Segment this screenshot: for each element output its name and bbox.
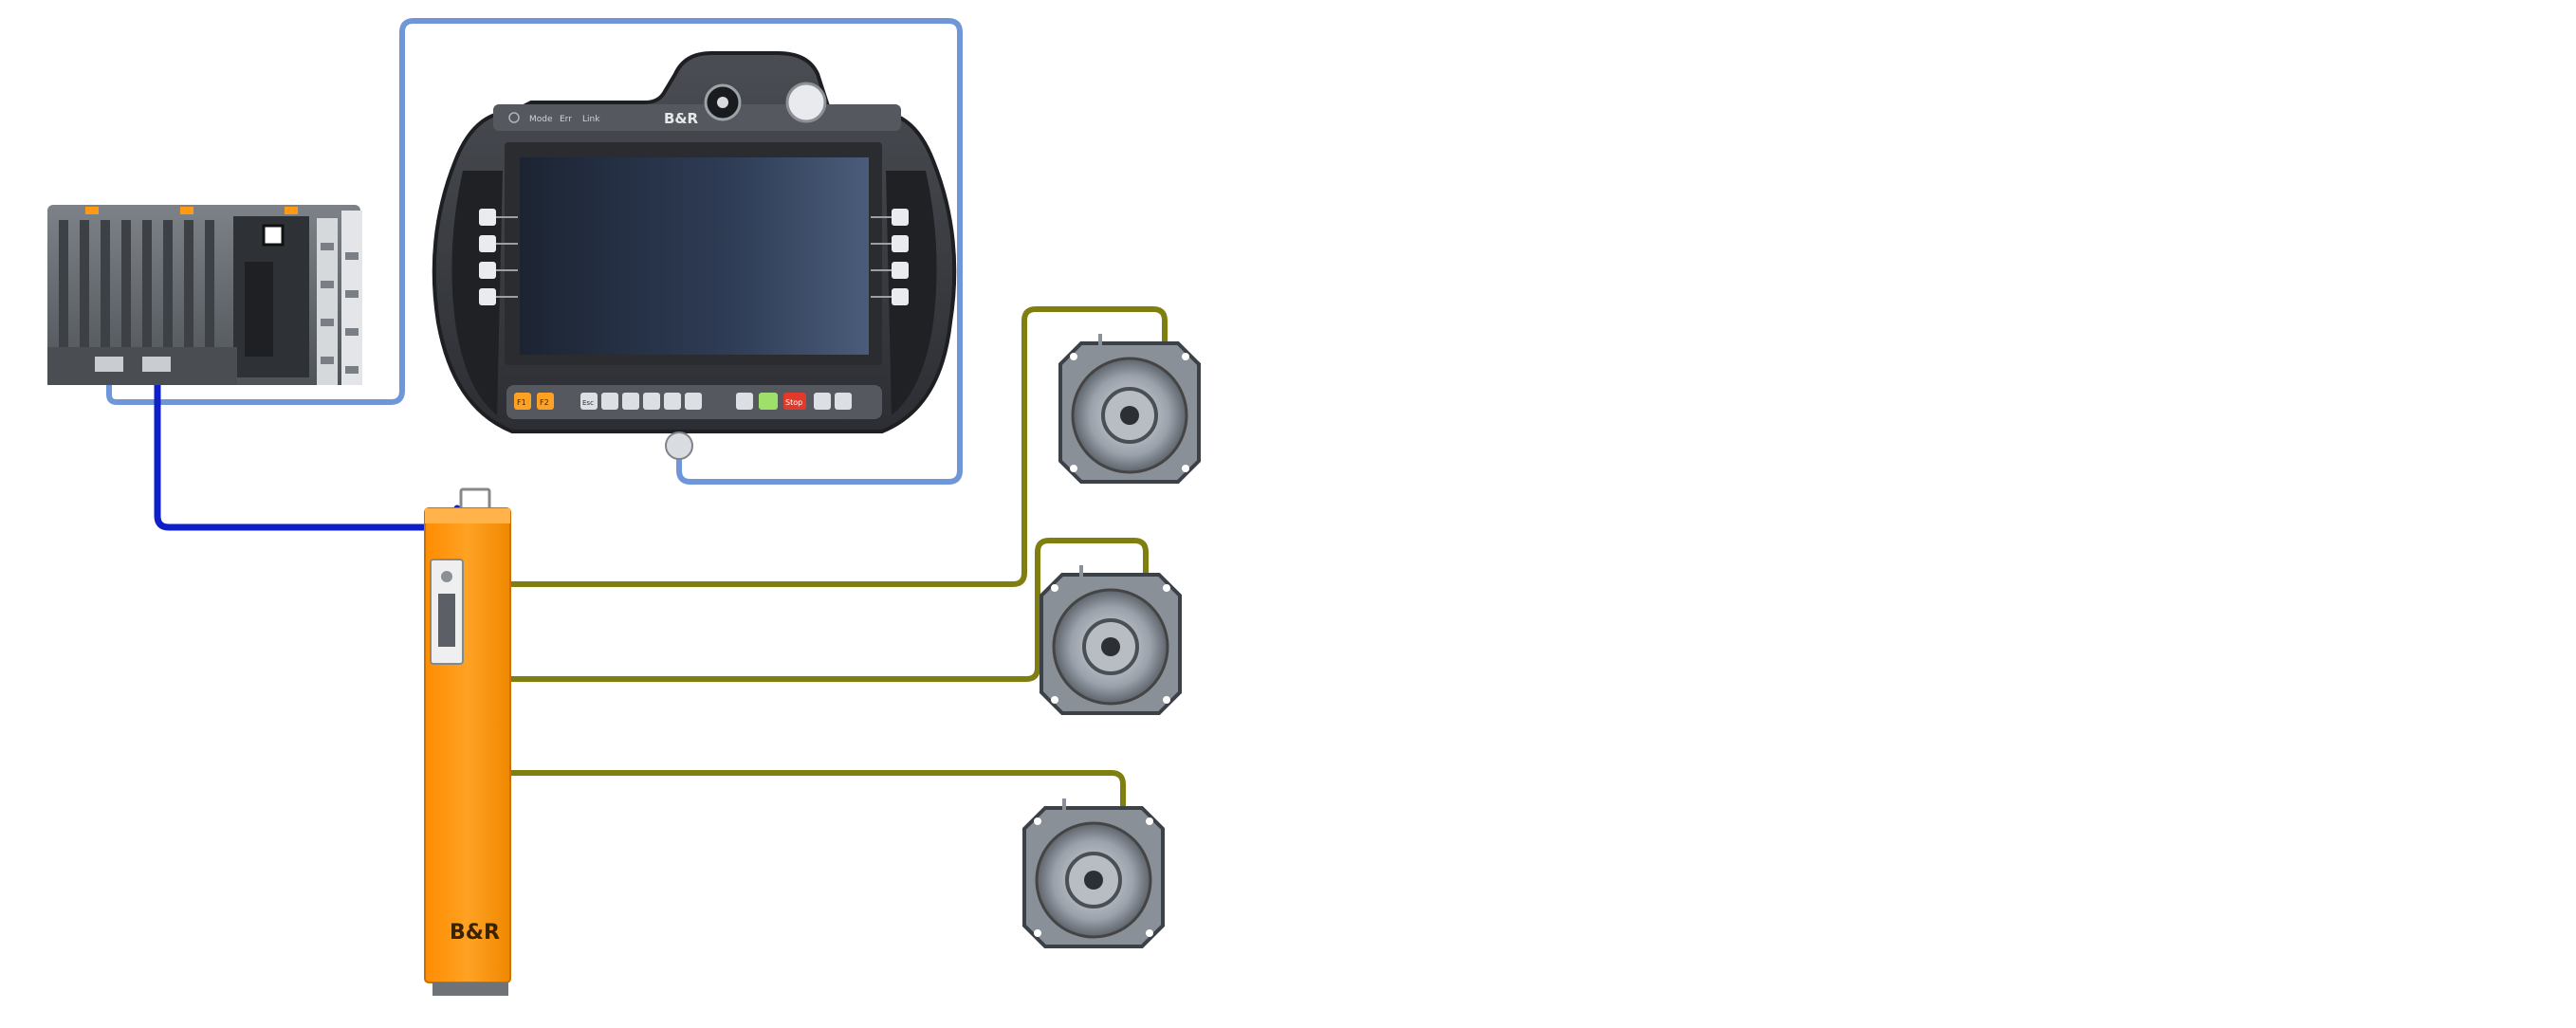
start-key[interactable]: [759, 393, 778, 410]
bus-cable-plc-to-drive[interactable]: [157, 372, 457, 527]
nav-key-3[interactable]: [622, 393, 639, 410]
nav-key-2[interactable]: [601, 393, 618, 410]
servo-drive-icon[interactable]: B&R: [425, 489, 510, 996]
nav-key-5[interactable]: [664, 393, 681, 410]
nav-key-8[interactable]: [814, 393, 831, 410]
servo-motor-icon[interactable]: [1041, 565, 1180, 713]
escape-key-label: Esc: [582, 399, 594, 407]
soft-key-right-2[interactable]: [892, 235, 909, 252]
nav-key-7[interactable]: [736, 393, 753, 410]
soft-key-left-3[interactable]: [479, 262, 496, 279]
nav-key-9[interactable]: [835, 393, 852, 410]
hmi-display-screen[interactable]: [520, 157, 869, 355]
nav-key-4[interactable]: [643, 393, 660, 410]
soft-key-left-1[interactable]: [479, 209, 496, 226]
hmi-status-label-1: Mode: [529, 115, 553, 124]
motor-cable-3[interactable]: [478, 773, 1123, 808]
stop-key-label: Stop: [785, 398, 802, 407]
hmi-cable-connector-icon: [666, 432, 692, 459]
handheld-hmi-panel-icon[interactable]: Mode Err Link B&R: [434, 53, 955, 459]
function-key-f2-label: F2: [540, 398, 549, 407]
soft-key-right-1[interactable]: [892, 209, 909, 226]
hmi-status-label-3: Link: [582, 115, 600, 124]
soft-key-left-2[interactable]: [479, 235, 496, 252]
nav-key-6[interactable]: [685, 393, 702, 410]
plc-controller-icon[interactable]: [47, 205, 362, 385]
soft-key-left-4[interactable]: [479, 288, 496, 305]
hmi-status-label-2: Err: [560, 115, 572, 124]
function-key-f1-label: F1: [517, 398, 526, 407]
enable-button-icon[interactable]: [787, 83, 825, 121]
hmi-brand-logo: B&R: [664, 110, 699, 127]
servo-motor-icon[interactable]: [1060, 334, 1199, 482]
soft-key-right-3[interactable]: [892, 262, 909, 279]
servo-motor-icon[interactable]: [1024, 799, 1163, 946]
soft-key-right-4[interactable]: [892, 288, 909, 305]
drive-brand-logo: B&R: [450, 921, 500, 945]
